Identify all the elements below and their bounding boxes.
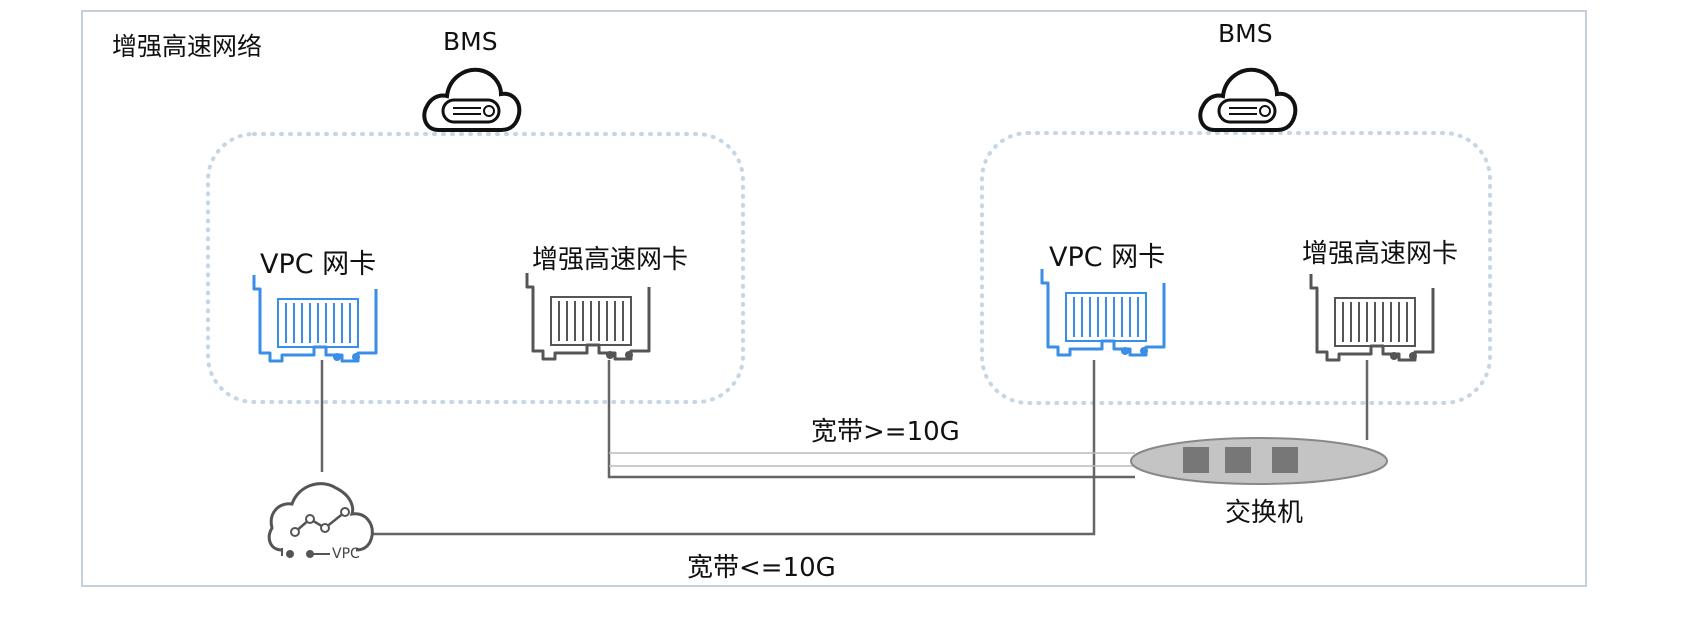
host-box-right xyxy=(980,131,1492,405)
bms-label-left: BMS xyxy=(443,27,498,56)
enhanced-nic-label-right: 增强高速网卡 xyxy=(1302,239,1459,269)
vpc-router-label: VPC xyxy=(332,546,360,562)
high-bandwidth-lines xyxy=(609,452,1135,467)
switch-icon xyxy=(1130,437,1388,485)
vpc-router-icon xyxy=(267,482,374,558)
switch-label: 交换机 xyxy=(1225,498,1304,528)
connection-lines xyxy=(320,360,1369,536)
low-bandwidth-label: 宽带<=10G xyxy=(687,553,836,583)
link-vpc-nic-right-to-vpc xyxy=(370,360,1096,536)
host-box-left xyxy=(206,132,745,404)
link-enhanced-nic-to-switch xyxy=(607,360,1135,479)
enhanced-nic-label-left: 增强高速网卡 xyxy=(532,245,689,275)
vpc-nic-label-left: VPC 网卡 xyxy=(260,249,377,280)
nic-port-dots xyxy=(333,347,1417,361)
high-bandwidth-label: 宽带>=10G xyxy=(811,417,960,447)
panel-title: 增强高速网络 xyxy=(112,32,263,61)
bms-label-right: BMS xyxy=(1218,19,1273,48)
vpc-nic-label-right: VPC 网卡 xyxy=(1049,242,1166,273)
